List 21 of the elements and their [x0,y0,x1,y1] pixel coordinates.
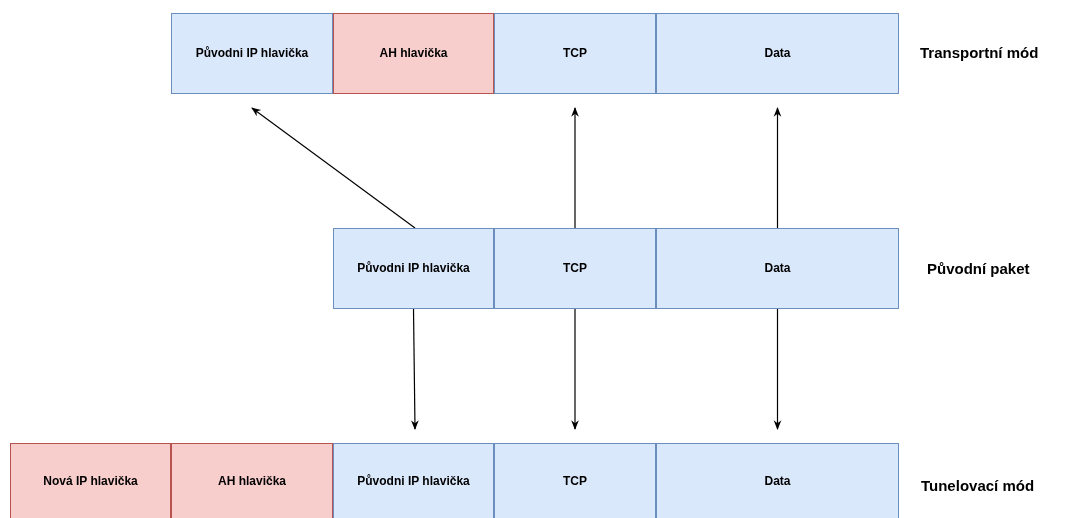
header-field-box: Data [656,13,899,94]
header-field-box: Původni IP hlavička [171,13,333,94]
header-field-box: Data [656,228,899,309]
arrow [411,308,419,430]
header-field-box: Původni IP hlavička [333,228,494,309]
header-field-box: TCP [494,13,656,94]
header-field-box: AH hlavička [333,13,494,94]
row-caption: Původní paket [927,260,1030,277]
arrow [251,107,416,229]
header-field-box: TCP [494,228,656,309]
header-field-box: Původni IP hlavička [333,443,494,518]
arrow [571,107,579,229]
header-field-box: AH hlavička [171,443,333,518]
header-field-box: TCP [494,443,656,518]
arrow [773,107,782,229]
row-caption: Transportní mód [920,44,1039,61]
header-field-box: Nová IP hlavička [10,443,171,518]
row-caption: Tunelovací mód [921,477,1035,494]
arrow [571,308,579,430]
header-field-box: Data [656,443,899,518]
arrow [773,308,782,430]
